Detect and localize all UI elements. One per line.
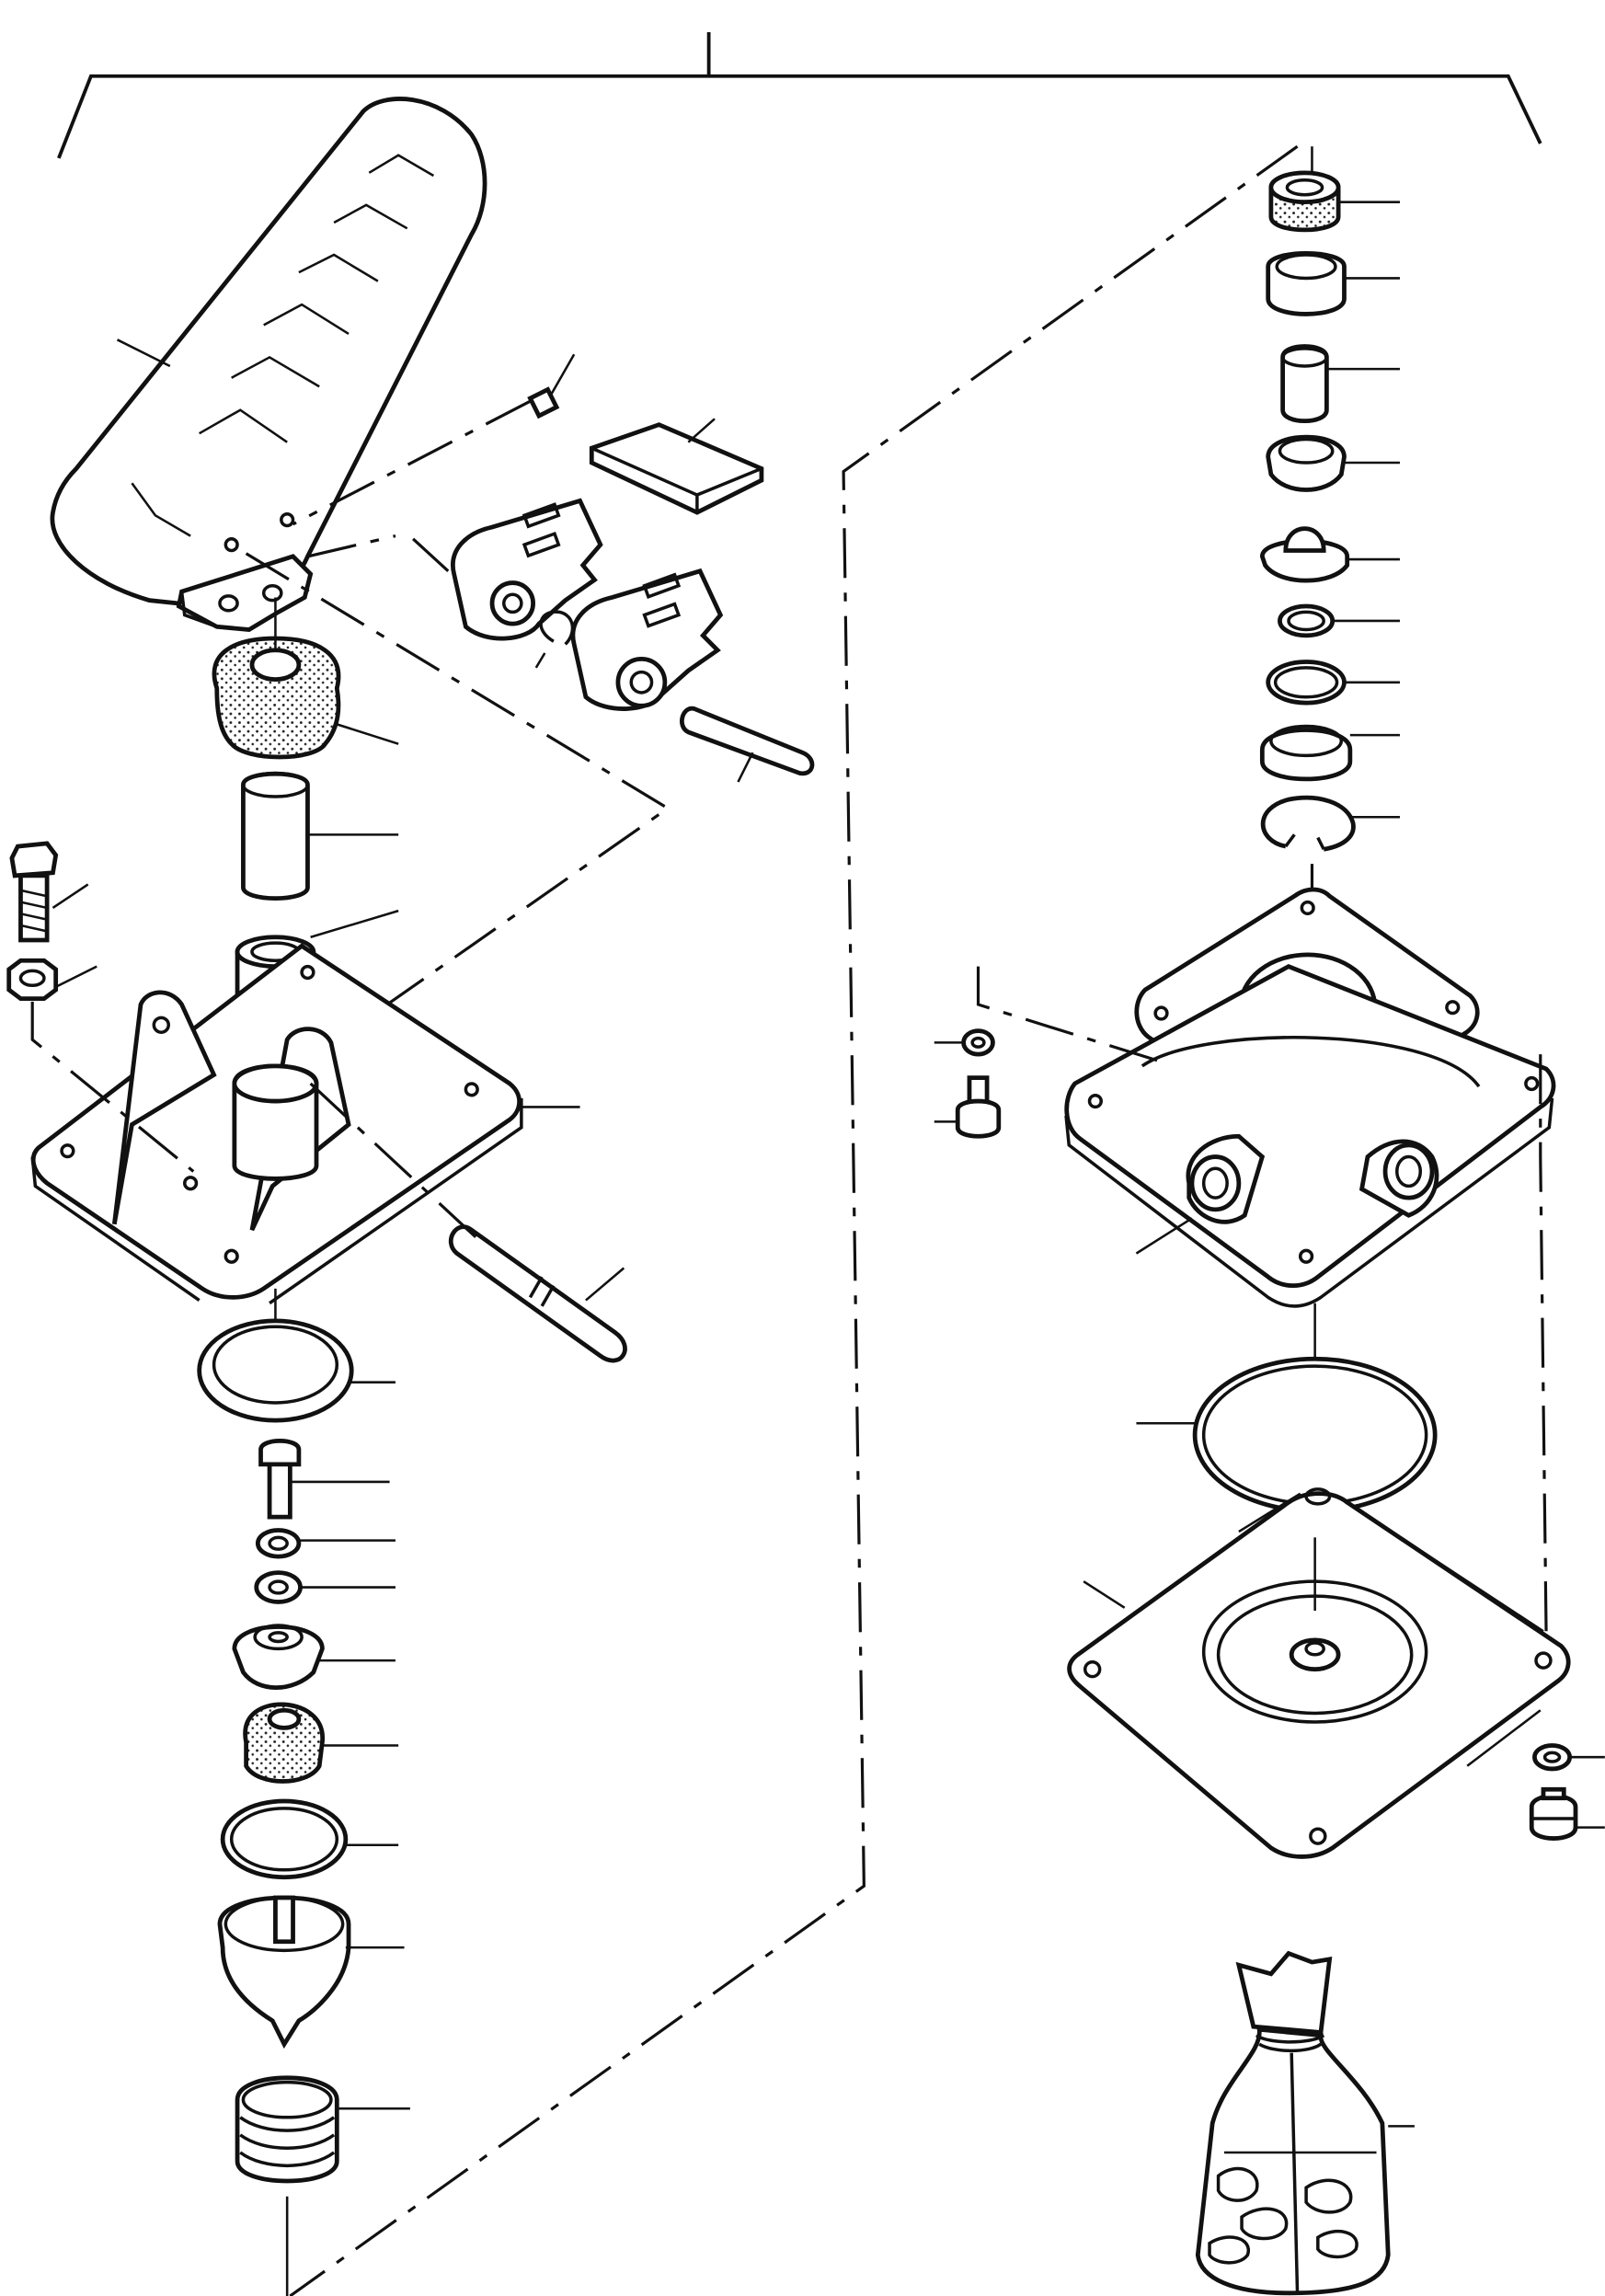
group-boundary-line: [289, 144, 1299, 2296]
snap-ring-icon: [1260, 795, 1400, 852]
return-spring-icon: [235, 2075, 410, 2184]
circlip-icon: [534, 610, 575, 669]
pedal-icon: [50, 97, 487, 632]
spring-seat-icon: [232, 1624, 396, 1690]
seal-ring-icon: [197, 1318, 396, 1423]
pedal-assembly: [6, 97, 815, 2296]
spring-washer-right-icon: [1532, 1743, 1605, 1772]
pedal-base-plate-icon: [30, 943, 580, 1305]
medium-o-ring-icon: [1266, 660, 1400, 706]
lever-left-icon: [451, 498, 603, 641]
pin-icon: [527, 353, 576, 419]
diaphragm-icon: [1067, 1487, 1571, 1859]
guide-bush-icon: [1280, 344, 1400, 423]
retainer-icon: [1259, 724, 1400, 782]
screw-right-icon: [1529, 1786, 1605, 1841]
gasket-ring-icon: [1136, 1356, 1438, 1514]
rubber-spring-icon: [243, 1702, 399, 1784]
pedal-pin-icon: [448, 1224, 627, 1363]
rubber-boot-icon: [212, 597, 399, 760]
lever-shaft-icon: [680, 706, 815, 783]
washer-upper-icon: [255, 1528, 396, 1559]
valve-piston-icon: [217, 1895, 405, 2049]
spring-washer-left-icon: [934, 1028, 995, 1057]
seal-cup-icon: [1266, 434, 1400, 492]
lever-right-icon: [570, 568, 724, 711]
assembly-bracket: [57, 32, 1542, 159]
screw-left-icon: [934, 1075, 1002, 1139]
plunger-icon: [241, 771, 399, 901]
small-o-ring-icon: [1278, 603, 1400, 638]
nut-icon: [6, 958, 97, 1002]
valve-seat-icon: [1259, 526, 1400, 583]
cover-plate-icon: [589, 418, 764, 515]
valve-body-assembly: [934, 146, 1605, 2296]
washer-lower-icon: [254, 1570, 396, 1604]
repair-kit-bag-icon: [1195, 1950, 1415, 2296]
valve-body-icon: [1064, 963, 1556, 1308]
cap-sleeve-icon: [1266, 251, 1400, 316]
knurled-nut-icon: [1268, 170, 1400, 233]
bolt-icon: [9, 841, 89, 943]
o-ring-icon: [220, 1798, 399, 1880]
screw-icon: [258, 1439, 390, 1520]
